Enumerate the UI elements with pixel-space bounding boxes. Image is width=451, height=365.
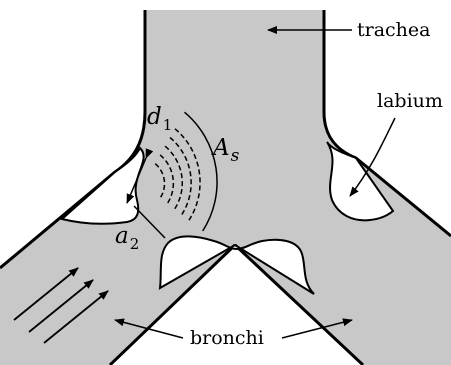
airway-region: [0, 10, 451, 365]
d1-subscript: 1: [163, 116, 173, 134]
left-labium: [62, 148, 144, 224]
bronchi-label: bronchi: [190, 327, 264, 349]
a2-letter: a: [115, 223, 129, 249]
a2-subscript: 2: [130, 235, 140, 253]
labium-label: labium: [377, 90, 443, 112]
trachea-label: trachea: [357, 19, 431, 41]
As-letter: A: [211, 135, 230, 161]
As-subscript: s: [231, 146, 240, 166]
d1-letter: d: [147, 104, 162, 130]
